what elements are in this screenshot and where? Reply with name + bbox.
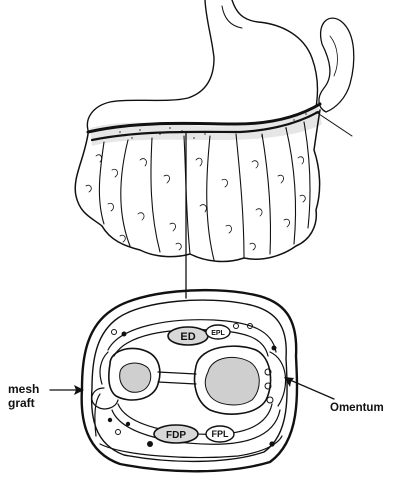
- muscle-ed: ED: [168, 327, 208, 345]
- muscle-fpl-label: FPL: [212, 429, 230, 439]
- muscle-fdp: FDP: [154, 425, 198, 443]
- mesh-graft-label-line2: graft: [8, 396, 35, 410]
- omentum-label: Omentum: [330, 402, 384, 414]
- mesh-graft-label-line1: mesh: [8, 382, 39, 396]
- muscle-epl: EPL: [206, 325, 230, 339]
- forearm-cross-section: ED EPL FDP FPL: [82, 290, 297, 471]
- omentum-annotation: Omentum: [284, 377, 384, 414]
- muscle-epl-label: EPL: [211, 330, 225, 337]
- mesh-graft-annotation: mesh graft: [8, 382, 84, 410]
- muscle-fdp-label: FDP: [166, 430, 186, 441]
- muscle-fpl: FPL: [206, 426, 234, 442]
- muscle-ed-label: ED: [180, 331, 195, 343]
